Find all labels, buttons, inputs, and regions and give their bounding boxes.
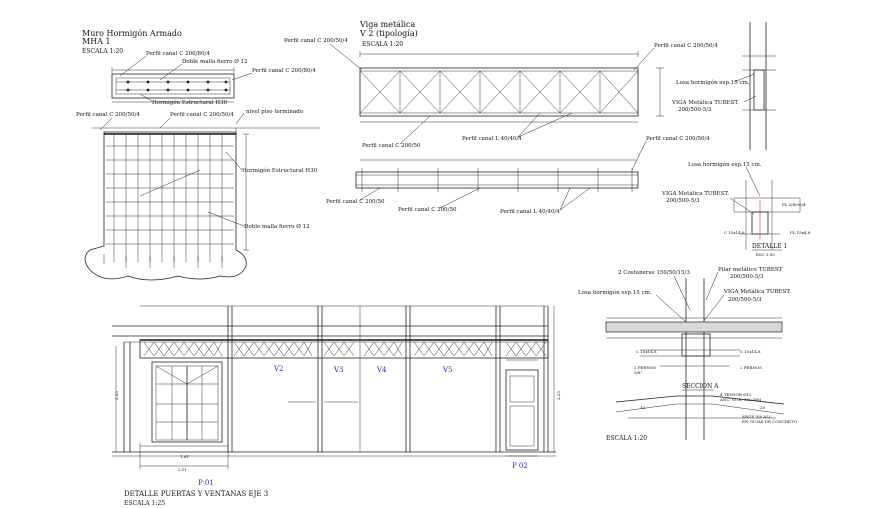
- viga-scale: ESCALA 1:20: [362, 41, 403, 48]
- viga-code: V 2 (tipología): [359, 29, 418, 38]
- seccion-pilar-a: Pilar metálico TUBEST: [718, 266, 783, 273]
- viga-label-c-mid: Perfil canal C 200/50: [362, 143, 421, 149]
- seccion-costaneras: 2 Costaneras 150/50/15/3: [618, 270, 690, 276]
- mha-scale: ESCALA 1:20: [82, 48, 123, 55]
- svg-text:2,01: 2,01: [178, 467, 187, 472]
- mha-plan-outline: [111, 73, 235, 99]
- svg-text:EN GUIAS DE CONCRETO: EN GUIAS DE CONCRETO: [742, 419, 798, 424]
- detalle1-viga-1b: 200/500-5/3: [678, 107, 712, 113]
- elevation-title: DETALLE PUERTAS Y VENTANAS EJE 3: [124, 490, 268, 498]
- mha-code: MHA 1: [82, 37, 111, 46]
- svg-text:ANGS 5/8 ALL: ANGS 5/8 ALL: [741, 414, 772, 419]
- mha-label-perfil-right: Perfil canal C 200/80/4: [252, 68, 316, 74]
- mha-label-piso: nivel piso terminado: [246, 109, 304, 115]
- svg-text:10: 10: [640, 405, 646, 410]
- truss-outline: [359, 67, 639, 117]
- detalle1-losa-1: Losa hormigón esp.15 cm.: [676, 79, 750, 86]
- detalle1-scale: ESC.1:50: [756, 252, 775, 257]
- svg-text:2 PERNOS: 2 PERNOS: [634, 365, 656, 370]
- viga-label-c-right2: Perfil canal C 200/50/4: [646, 136, 710, 142]
- door-p02-label: P 02: [512, 462, 528, 470]
- mha-label-perfil-top: Perfil canal C 200/80/4: [146, 51, 210, 57]
- seccion-viga-b: 200/500-5/3: [728, 297, 762, 303]
- svg-text:5/8": 5/8": [634, 370, 642, 375]
- window-v5-label: V5: [442, 366, 453, 374]
- door-p01-label: P 01: [198, 479, 214, 487]
- detalle1-viga-1a: VIGA Metálica TUBEST.: [671, 99, 739, 106]
- elevation-scale: ESCALA 1:25: [124, 500, 165, 507]
- door-p01: [151, 361, 223, 443]
- viga-title: Viga metálica: [359, 20, 416, 29]
- svg-text:4 TENSOR Ø12: 4 TENSOR Ø12: [720, 392, 752, 397]
- window-v3-label: V3: [333, 366, 344, 374]
- window-v4-label: V4: [376, 366, 387, 374]
- mha-label-malla-bot: Doble malla fierro Ø 12: [244, 223, 310, 230]
- seccion-losa-slab: [605, 321, 783, 333]
- viga-label-c-top-left: Perfil canal C 200/50/4: [284, 38, 348, 44]
- svg-text:2,25: 2,25: [556, 391, 561, 400]
- mha-wall-elevation: [84, 131, 247, 281]
- viga-metalica-v2: Viga metálica V 2 (tipología) ESCALA 1:2…: [284, 20, 718, 215]
- svg-text:C 15x14,8: C 15x14,8: [740, 349, 761, 354]
- seccion-title: SECCION A: [682, 383, 719, 390]
- door-p02: [505, 369, 539, 451]
- mha-label-malla-top: Doble malla fierro Ø 12: [182, 58, 248, 65]
- viga-label-c-bot1: Perfil canal C 200/50: [326, 199, 385, 205]
- svg-text:C 15x14,8: C 15x14,8: [724, 230, 745, 235]
- svg-text:PL 2/4/90/4: PL 2/4/90/4: [782, 202, 806, 207]
- doors-windows-elevation: 1,61 2,01 V2 V3 V4 V5 P 01 P 02 2,25 2,2…: [112, 305, 561, 507]
- elevation-truss-band: [139, 339, 549, 359]
- svg-text:2,25: 2,25: [114, 391, 119, 400]
- window-v2-label: V2: [273, 365, 284, 373]
- mha-label-h30-top: Hormigón Estructural H30: [152, 99, 228, 106]
- seccion-pilar-b: 200/500-5/3: [730, 274, 764, 280]
- seccion-viga-a: VIGA Metálica TUBEST.: [723, 288, 791, 295]
- detalle-1: Losa hormigón esp.15 cm. VIGA Metálica T…: [661, 22, 811, 257]
- detalle1-column-section: [753, 69, 765, 111]
- svg-text:C 15x14,8: C 15x14,8: [636, 349, 657, 354]
- seccion-losa: Losa hormigón esp.15 cm.: [578, 289, 652, 296]
- detalle1-title: DETALLE 1: [752, 243, 787, 250]
- detalle1-viga-2a: VIGA Metálica TUBEST.: [661, 190, 729, 197]
- truss-bracing: [359, 70, 639, 114]
- svg-text:1,61: 1,61: [180, 454, 189, 459]
- viga-side-elevation: [355, 171, 639, 189]
- svg-text:PL 15x4,8: PL 15x4,8: [790, 230, 811, 235]
- mha-title: Muro Hormigón Armado: [82, 29, 182, 38]
- seccion-scale: ESCALA 1:20: [606, 435, 647, 442]
- svg-text:ANC. GUR. 300 MM: ANC. GUR. 300 MM: [719, 397, 761, 402]
- svg-text:20: 20: [760, 405, 766, 410]
- mha-plan-inner: [115, 77, 231, 95]
- mha-label-h30-mid: Hormigón Estructural H30: [242, 167, 318, 174]
- viga-label-l-bot: Perfil canal L 40/40/4: [500, 209, 560, 215]
- mha-wall-section: Muro Hormigón Armado MHA 1 ESCALA 1:20 P…: [76, 29, 320, 281]
- svg-text:2 PERNOS: 2 PERNOS: [740, 365, 762, 370]
- viga-label-c-bot2: Perfil canal C 200/50: [398, 207, 457, 213]
- viga-label-l-mid: Perfil canal L 40/40/4: [462, 136, 522, 142]
- detalle1-viga-2b: 200/500-5/3: [666, 198, 700, 204]
- viga-label-c-top-right: Perfil canal C 200/50/4: [654, 43, 718, 49]
- mha-label-perfil-left: Perfil canal C 200/50/4: [76, 112, 140, 118]
- seccion-a: 2 Costaneras 150/50/15/3 Pilar metálico …: [578, 266, 798, 442]
- mha-label-perfil-mid: Perfil canal C 200/50/4: [170, 112, 234, 118]
- detalle1-losa-2: Losa hormigón esp.15 cm.: [688, 161, 762, 168]
